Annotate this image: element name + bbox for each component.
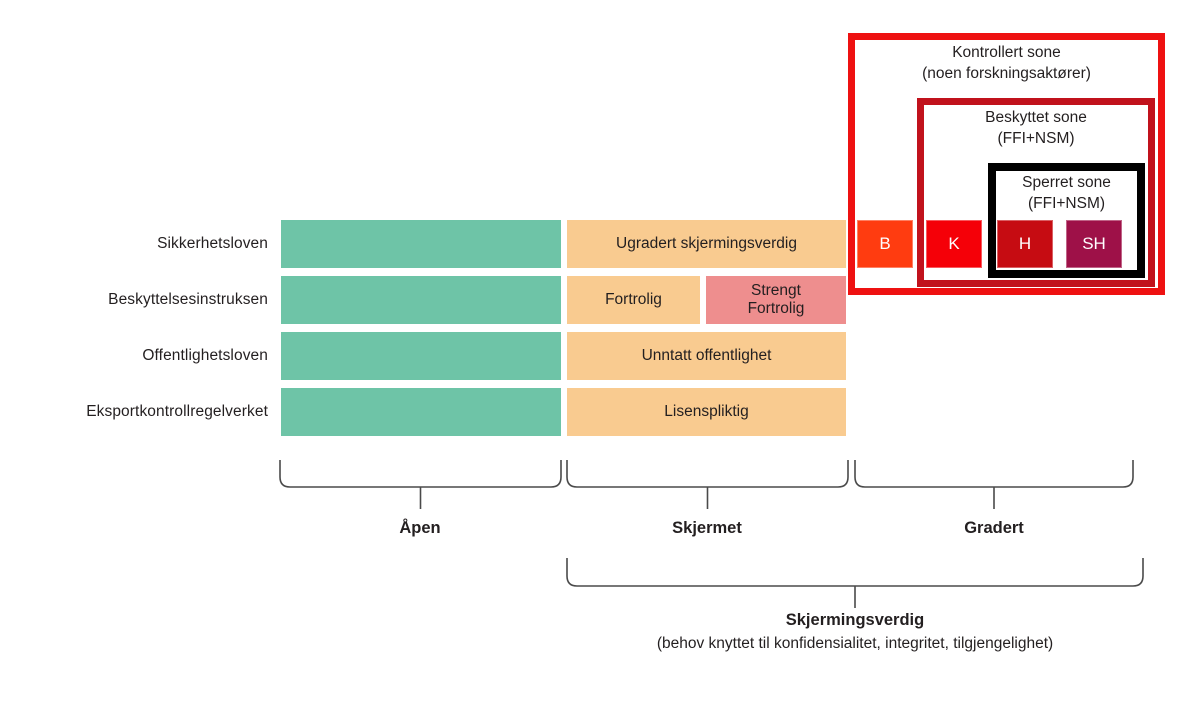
zone-title-kontrollert-sone-line2: (noen forskningsaktører)	[922, 65, 1091, 82]
zone-title-sperret-sone-line1: Sperret sone	[1022, 174, 1111, 191]
zone-title-kontrollert-sone: Kontrollert sone (noen forskningsaktører…	[848, 42, 1165, 84]
open-bar-row-2	[281, 276, 561, 324]
open-bar-row-1	[281, 220, 561, 268]
open-bar-row-4	[281, 388, 561, 436]
bar-strengt-fortrolig: Strengt Fortrolig	[706, 276, 846, 324]
brace-open	[279, 460, 562, 488]
zone-title-beskyttet-sone: Beskyttet sone (FFI+NSM)	[917, 107, 1155, 149]
zone-title-sperret-sone: Sperret sone (FFI+NSM)	[988, 172, 1145, 214]
brace-gradert	[854, 460, 1134, 488]
zone-title-beskyttet-sone-line1: Beskyttet sone	[985, 109, 1087, 126]
bar-unntatt-offentlighet: Unntatt offentlighet	[567, 332, 846, 380]
row-label-beskyttelsesinstruksen: Beskyttelsesinstruksen	[108, 291, 268, 308]
row-label-eksportkontrollregelverket: Eksportkontrollregelverket	[86, 403, 268, 420]
classification-square-sh: SH	[1066, 220, 1122, 268]
classification-square-sh-label: SH	[1082, 234, 1106, 253]
zone-title-beskyttet-sone-line2: (FFI+NSM)	[997, 130, 1075, 147]
bar-lisenspliktig: Lisenspliktig	[567, 388, 846, 436]
classification-square-h: H	[997, 220, 1053, 268]
classification-square-h-label: H	[1018, 234, 1032, 253]
zone-box-beskyttet-sone	[917, 98, 1155, 287]
brace-label-skjermet: Skjermet	[672, 518, 742, 537]
classification-square-k: K	[926, 220, 982, 268]
zone-title-sperret-sone-line2: (FFI+NSM)	[1027, 195, 1106, 212]
bottom-brace-title: Skjermingsverdig	[785, 611, 925, 629]
bar-lisenspliktig-label: Lisenspliktig	[664, 403, 749, 420]
bar-fortrolig: Fortrolig	[567, 276, 700, 324]
row-label-sikkerhetsloven: Sikkerhetsloven	[157, 235, 268, 252]
bar-ugradert-skjermingsverdig-label: Ugradert skjermingsverdig	[616, 235, 797, 252]
classification-square-b: B	[857, 220, 913, 268]
brace-skjermet	[566, 460, 849, 488]
bottom-brace-subtitle: (behov knyttet til konfidensialitet, int…	[656, 635, 1054, 652]
classification-square-b-label: B	[879, 234, 891, 253]
brace-skjermingsverdig	[566, 558, 1144, 587]
classification-square-k-label: K	[948, 234, 960, 253]
zone-title-kontrollert-sone-line1: Kontrollert sone	[952, 44, 1061, 61]
row-label-offentlighetsloven: Offentlighetsloven	[142, 347, 268, 364]
brace-label-gradert: Gradert	[964, 518, 1024, 537]
bar-unntatt-offentlighet-label: Unntatt offentlighet	[641, 347, 772, 364]
bar-ugradert-skjermingsverdig: Ugradert skjermingsverdig	[567, 220, 846, 268]
zone-box-kontrollert-sone	[848, 33, 1165, 295]
brace-label-open: Åpen	[399, 518, 441, 537]
bar-strengt-fortrolig-label: Strengt Fortrolig	[747, 282, 805, 317]
zone-box-sperret-sone	[988, 163, 1145, 278]
bar-fortrolig-label: Fortrolig	[605, 291, 662, 308]
open-bar-row-3	[281, 332, 561, 380]
